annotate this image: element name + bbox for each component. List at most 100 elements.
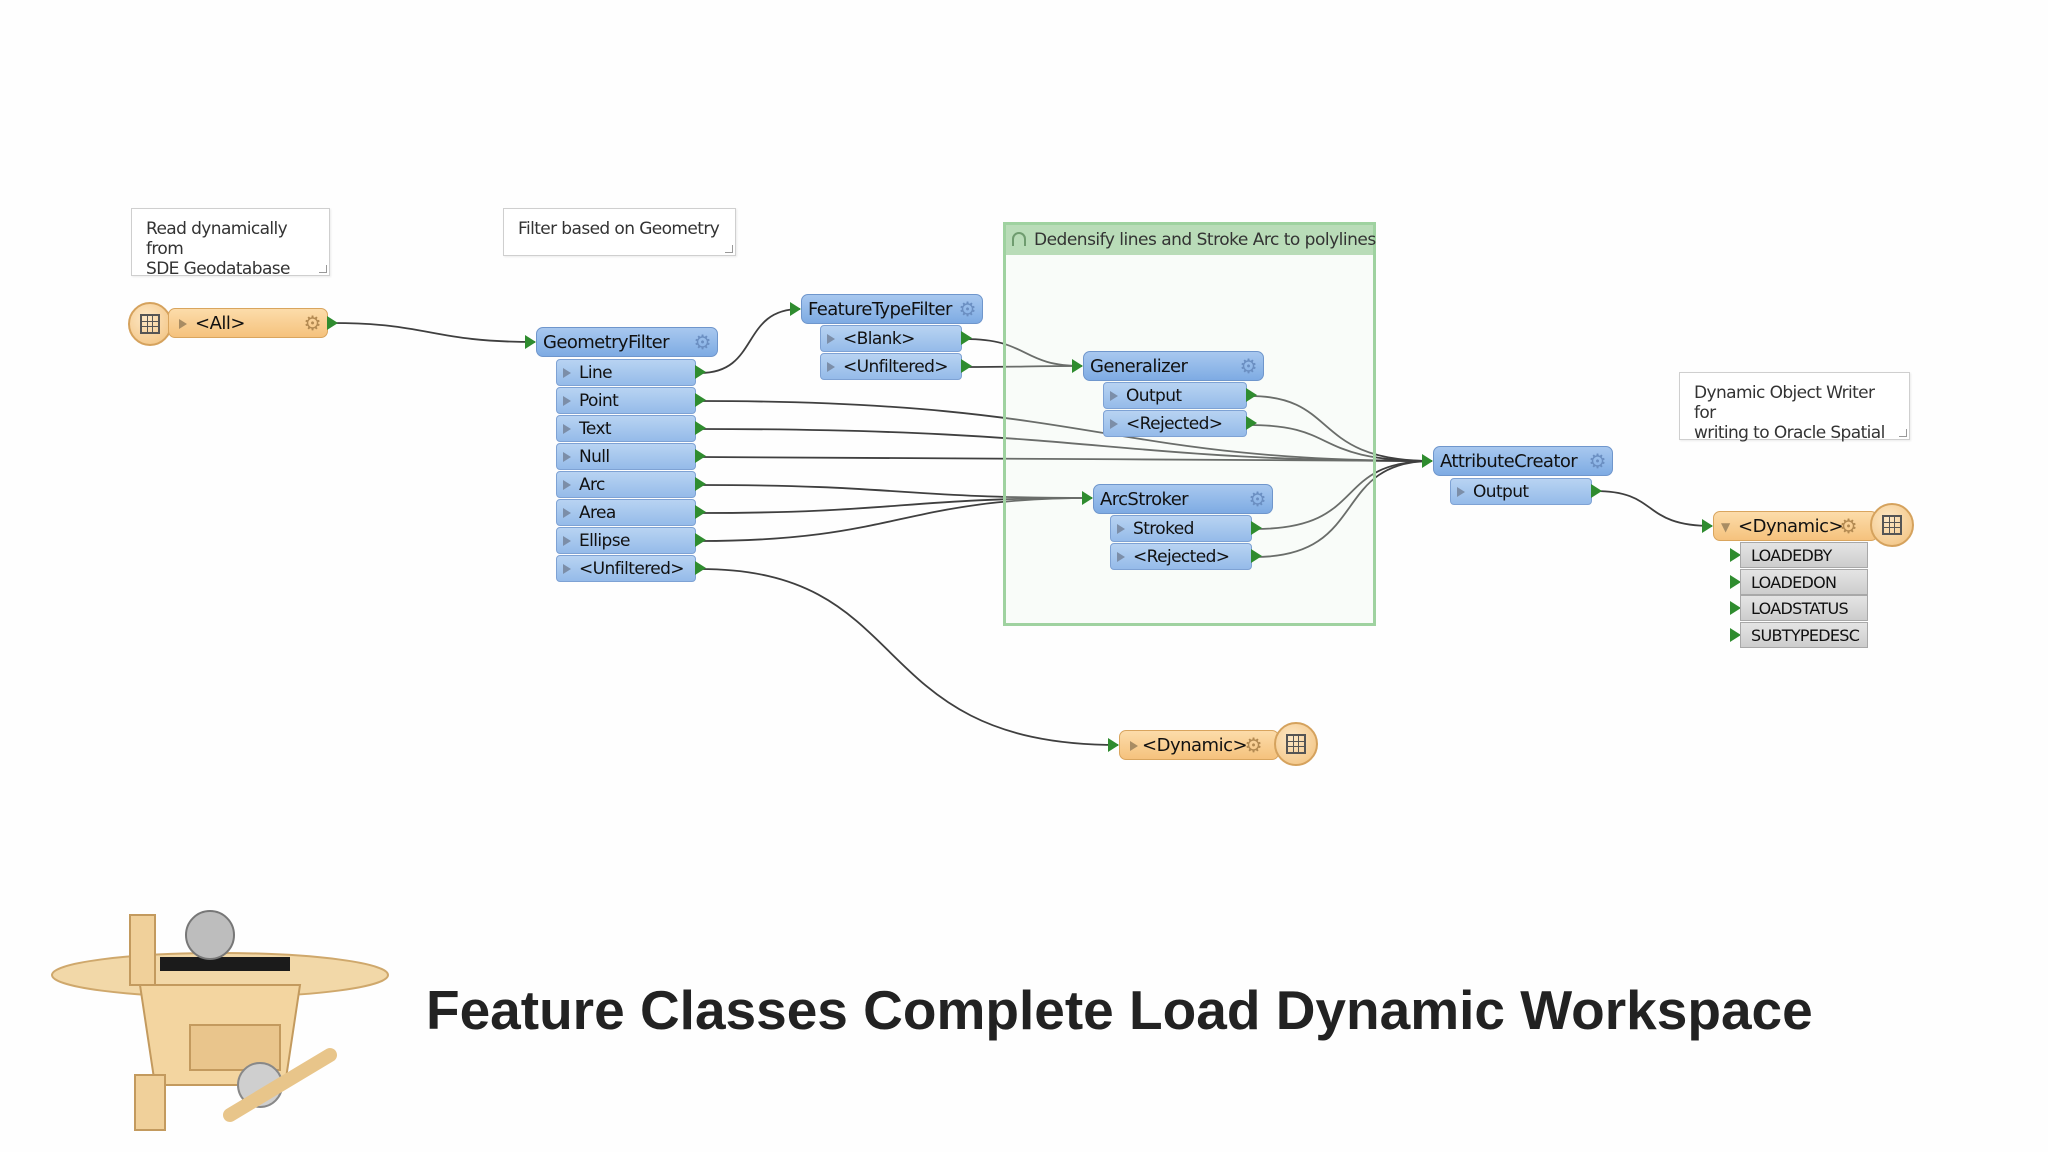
port-label: <Rejected> [1126, 414, 1223, 434]
conn-text-attrcreator [699, 428, 1433, 462]
output-port[interactable]: Output [1450, 478, 1592, 505]
output-port[interactable]: <Rejected> [1110, 543, 1252, 570]
transformer-generalizer[interactable]: Generalizer ⚙ [1083, 351, 1264, 381]
chevron-down-icon[interactable]: ▼ [1721, 520, 1730, 534]
expand-triangle-icon[interactable] [179, 319, 187, 329]
writer-bottom-feature-type[interactable]: <Dynamic> ⚙ [1119, 730, 1279, 760]
expand-triangle-icon[interactable] [563, 452, 571, 462]
port-label: <Blank> [843, 329, 915, 349]
output-port[interactable]: Output [1103, 382, 1247, 409]
input-port-arrow-icon[interactable] [1422, 454, 1433, 468]
input-port-arrow-icon[interactable] [790, 302, 801, 316]
output-port-arrow-icon[interactable] [1246, 416, 1257, 430]
input-port-arrow-icon[interactable] [1108, 738, 1119, 752]
gear-icon[interactable]: ⚙ [1244, 733, 1263, 757]
output-port-arrow-icon[interactable] [695, 533, 706, 547]
output-port[interactable]: Point [556, 387, 696, 414]
expand-triangle-icon[interactable] [563, 396, 571, 406]
output-port-arrow-icon[interactable] [1246, 388, 1257, 402]
output-port[interactable]: Line [556, 359, 696, 386]
bookmark-header[interactable]: Dedensify lines and Stroke Arc to polyli… [1006, 225, 1376, 255]
expand-triangle-icon[interactable] [1117, 524, 1125, 534]
expand-triangle-icon[interactable] [563, 536, 571, 546]
reader-icon-circle[interactable] [128, 302, 172, 346]
writer-bottom-icon-circle[interactable] [1274, 722, 1318, 766]
transformer-attributecreator[interactable]: AttributeCreator ⚙ [1433, 446, 1613, 476]
gear-icon[interactable]: ⚙ [958, 297, 977, 321]
expand-triangle-icon[interactable] [563, 564, 571, 574]
writer-feature-type-dynamic[interactable]: ▼ <Dynamic> ⚙ [1713, 511, 1878, 541]
output-port-arrow-icon[interactable] [1591, 484, 1602, 498]
input-port-arrow-icon[interactable] [1730, 601, 1741, 615]
output-port[interactable]: <Unfiltered> [820, 353, 962, 380]
output-port[interactable]: Text [556, 415, 696, 442]
output-port-arrow-icon[interactable] [1251, 549, 1262, 563]
writer-attribute[interactable]: LOADSTATUS [1740, 595, 1868, 621]
gear-icon[interactable]: ⚙ [1588, 449, 1607, 473]
output-port-arrow-icon[interactable] [695, 505, 706, 519]
transformer-geometryfilter[interactable]: GeometryFilter ⚙ [536, 327, 718, 357]
expand-triangle-icon[interactable] [563, 368, 571, 378]
output-port[interactable]: <Rejected> [1103, 410, 1247, 437]
output-port-arrow-icon[interactable] [695, 365, 706, 379]
output-port-arrow-icon[interactable] [961, 359, 972, 373]
output-port[interactable]: Stroked [1110, 515, 1252, 542]
reader-feature-type[interactable]: <All> ⚙ [168, 308, 328, 338]
input-port-arrow-icon[interactable] [1702, 519, 1713, 533]
output-port-arrow-icon[interactable] [327, 316, 338, 330]
output-port[interactable]: <Blank> [820, 325, 962, 352]
output-port-arrow-icon[interactable] [695, 449, 706, 463]
output-port-arrow-icon[interactable] [1251, 521, 1262, 535]
port-label: <Unfiltered> [843, 357, 949, 377]
output-port[interactable]: Area [556, 499, 696, 526]
resize-corner-icon[interactable] [319, 265, 327, 273]
input-port-arrow-icon[interactable] [1730, 627, 1741, 642]
transformer-arcstroker[interactable]: ArcStroker ⚙ [1093, 484, 1273, 514]
resize-corner-icon[interactable] [1899, 429, 1907, 437]
output-port-arrow-icon[interactable] [695, 393, 706, 407]
output-port[interactable]: Null [556, 443, 696, 470]
port-label: Line [579, 363, 613, 383]
input-port-arrow-icon[interactable] [1730, 548, 1741, 562]
conn-stroker-rejected-attr [1254, 460, 1433, 558]
expand-triangle-icon[interactable] [563, 424, 571, 434]
conn-ellipse-arcstroker [699, 497, 1093, 542]
expand-triangle-icon[interactable] [1117, 552, 1125, 562]
writer-icon-circle[interactable] [1870, 503, 1914, 547]
output-port[interactable]: Arc [556, 471, 696, 498]
expand-triangle-icon[interactable] [1457, 487, 1465, 497]
gear-icon[interactable]: ⚙ [693, 330, 712, 354]
annotation-filter-geometry[interactable]: Filter based on Geometry [503, 208, 736, 256]
expand-triangle-icon[interactable] [827, 334, 835, 344]
output-port-arrow-icon[interactable] [695, 477, 706, 491]
expand-triangle-icon[interactable] [1130, 741, 1138, 751]
input-port-arrow-icon[interactable] [525, 335, 536, 349]
input-port-arrow-icon[interactable] [1082, 491, 1093, 505]
output-port[interactable]: Ellipse [556, 527, 696, 554]
expand-triangle-icon[interactable] [563, 480, 571, 490]
resize-corner-icon[interactable] [725, 245, 733, 253]
gear-icon[interactable]: ⚙ [303, 311, 322, 335]
input-port-arrow-icon[interactable] [1072, 359, 1083, 373]
gear-icon[interactable]: ⚙ [1239, 354, 1258, 378]
gear-icon[interactable]: ⚙ [1839, 514, 1858, 538]
writer-attribute[interactable]: LOADEDON [1740, 568, 1868, 595]
annotation-writer[interactable]: Dynamic Object Writer for writing to Ora… [1679, 372, 1910, 443]
expand-triangle-icon[interactable] [563, 508, 571, 518]
table-icon [1882, 515, 1902, 535]
output-port-arrow-icon[interactable] [695, 421, 706, 435]
airplane-mascot-icon [51, 910, 389, 1131]
gear-icon[interactable]: ⚙ [1248, 487, 1267, 511]
expand-triangle-icon[interactable] [1110, 391, 1118, 401]
annotation-read-sde[interactable]: Read dynamically from SDE Geodatabase [131, 208, 330, 279]
transformer-featuretypefilter[interactable]: FeatureTypeFilter ⚙ [801, 294, 983, 324]
output-port[interactable]: <Unfiltered> [556, 555, 696, 582]
expand-triangle-icon[interactable] [827, 362, 835, 372]
output-port-arrow-icon[interactable] [695, 561, 706, 575]
input-port-arrow-icon[interactable] [1730, 574, 1741, 589]
output-port-arrow-icon[interactable] [961, 331, 972, 345]
writer-attribute[interactable]: SUBTYPEDESC [1740, 621, 1868, 648]
writer-attribute[interactable]: LOADEDBY [1740, 542, 1868, 568]
expand-triangle-icon[interactable] [1110, 419, 1118, 429]
